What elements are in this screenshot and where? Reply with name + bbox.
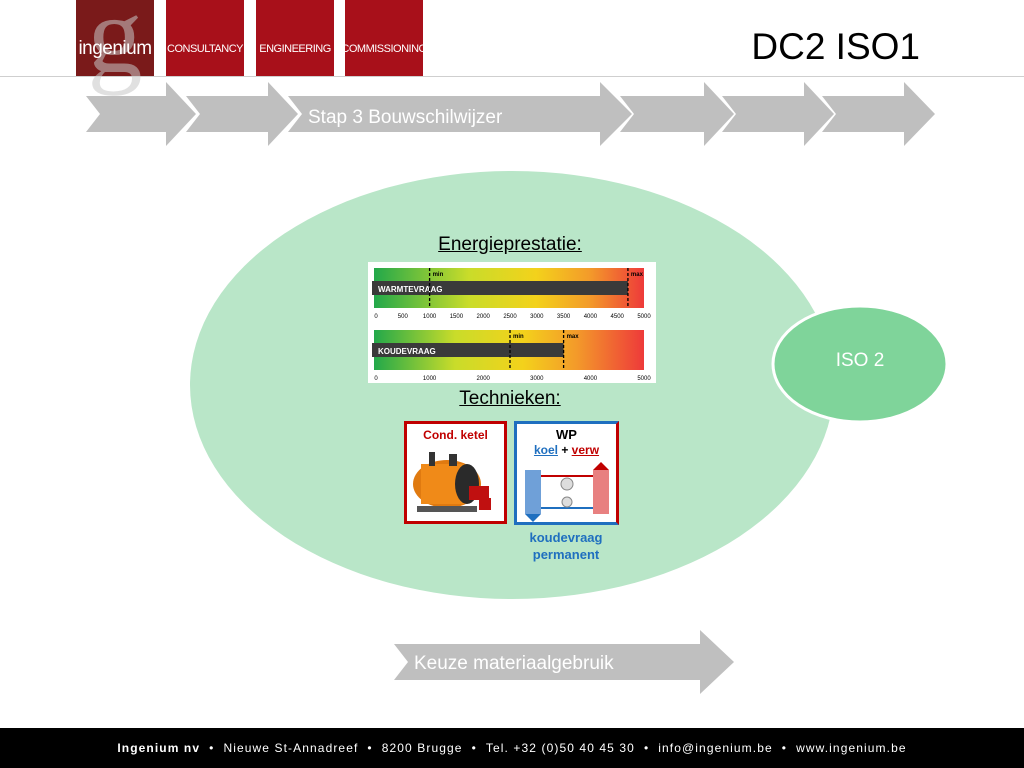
logo-letter: g xyxy=(87,0,143,96)
heat-gauge-tick-4: 2000 xyxy=(477,314,491,320)
heat-gauge-tick-1: 500 xyxy=(398,314,409,320)
footer-email[interactable]: info@ingenium.be xyxy=(658,741,773,755)
heatpump-caption-line2: permanent xyxy=(532,547,600,562)
heat-gauge-max-text: max xyxy=(631,272,644,278)
heatpump-plus: + xyxy=(561,443,569,457)
heat-gauge-bar xyxy=(372,281,628,295)
heatpump-koel: koel xyxy=(533,443,558,457)
footer-company: Ingenium nv xyxy=(117,741,201,755)
footer-sep: • xyxy=(471,741,477,755)
heatpump-caption: koudevraag permanent xyxy=(506,529,626,563)
process-arrow-6 xyxy=(822,82,935,146)
footer-phone: Tel. +32 (0)50 40 45 30 xyxy=(485,741,635,755)
heat-gauge-label: WARMTEVRAAG xyxy=(378,285,442,294)
heat-gauge-min-text: min xyxy=(433,272,444,278)
step-label: Stap 3 Bouwschilwijzer xyxy=(308,107,503,128)
footer-sep: • xyxy=(781,741,788,755)
energy-gauges: WARMTEVRAAG min max 0 500 1000 1500 2000 2500 300… xyxy=(368,262,656,383)
cold-gauge-min-text: min xyxy=(513,334,524,340)
footer-sep: • xyxy=(367,741,373,755)
process-arrows: Stap 3 Bouwschilwijzer xyxy=(86,82,935,146)
boiler-label: Cond. ketel xyxy=(423,428,488,442)
heat-gauge-tick-8: 4000 xyxy=(584,314,598,320)
cold-gauge-tick-4: 4000 xyxy=(584,376,598,382)
header-divider xyxy=(0,76,1024,77)
cold-gauge-tick-2: 2000 xyxy=(477,376,491,382)
process-arrow-5 xyxy=(722,82,834,146)
footer-web[interactable]: www.ingenium.be xyxy=(796,741,907,755)
cold-gauge-tick-1: 1000 xyxy=(423,376,437,382)
cold-gauge-tick-5: 5000 xyxy=(637,376,651,382)
energy-heading: Energieprestatie: xyxy=(438,234,582,255)
cold-gauge-max-text: max xyxy=(567,334,580,340)
cold-gauge-tick-3: 3000 xyxy=(530,376,544,382)
boiler-icon xyxy=(413,452,491,512)
bottom-arrow-shape xyxy=(394,630,734,694)
cold-gauge-tick-0: 0 xyxy=(374,376,378,382)
heatpump-caption-line1: koudevraag xyxy=(529,530,603,545)
tech-heading: Technieken: xyxy=(459,388,561,409)
heatpump-card: WP koel + verw xyxy=(514,421,619,525)
ingenium-logo: g ingenium xyxy=(76,0,154,90)
heat-gauge-tick-7: 3500 xyxy=(557,314,571,320)
heat-gauge-tick-0: 0 xyxy=(374,314,378,320)
tab-engineering: ENGINEERING xyxy=(256,0,334,76)
slide-title: DC2 ISO1 xyxy=(751,26,920,67)
footer-city: 8200 Brugge xyxy=(381,741,463,755)
footer: Ingenium nv • Nieuwe St-Annadreef • 8200… xyxy=(0,728,1024,768)
footer-sep: • xyxy=(643,741,650,755)
heat-gauge-tick-10: 5000 xyxy=(637,314,651,320)
iso2-label: ISO 2 xyxy=(835,350,885,371)
boiler-card: Cond. ketel xyxy=(404,421,507,524)
heatpump-title: WP xyxy=(556,427,577,442)
heat-gauge-tick-6: 3000 xyxy=(530,314,544,320)
bottom-arrow-label: Keuze materiaalgebruik xyxy=(414,653,614,674)
process-arrow-4 xyxy=(620,82,734,146)
tab-consultancy: CONSULTANCY xyxy=(166,0,244,76)
iso2-ellipse xyxy=(771,304,949,424)
process-arrow-2 xyxy=(186,82,298,146)
bottom-arrow: Keuze materiaalgebruik xyxy=(394,630,734,694)
process-arrow-1 xyxy=(86,82,196,146)
tab-commissioning: COMMISSIONING xyxy=(341,0,427,76)
heat-gauge-tick-5: 2500 xyxy=(503,314,517,320)
logo-word: ingenium xyxy=(78,38,152,59)
process-arrow-3 xyxy=(288,82,632,146)
gauge-graphic: WARMTEVRAAG min max 0 500 1000 1500 2000 2500 300… xyxy=(372,268,651,382)
heat-gauge-tick-9: 4500 xyxy=(611,314,625,320)
heat-gauge-tick-3: 1500 xyxy=(450,314,464,320)
footer-address: Nieuwe St-Annadreef xyxy=(223,741,359,755)
heat-gauge-tick-2: 1000 xyxy=(423,314,437,320)
heatpump-verw: verw xyxy=(571,443,600,457)
iso1-ellipse xyxy=(190,171,834,599)
heatpump-icon xyxy=(525,462,609,522)
cold-gauge-bar xyxy=(372,343,564,357)
footer-sep: • xyxy=(209,741,215,755)
cold-gauge-label: KOUDEVRAAG xyxy=(378,347,436,356)
